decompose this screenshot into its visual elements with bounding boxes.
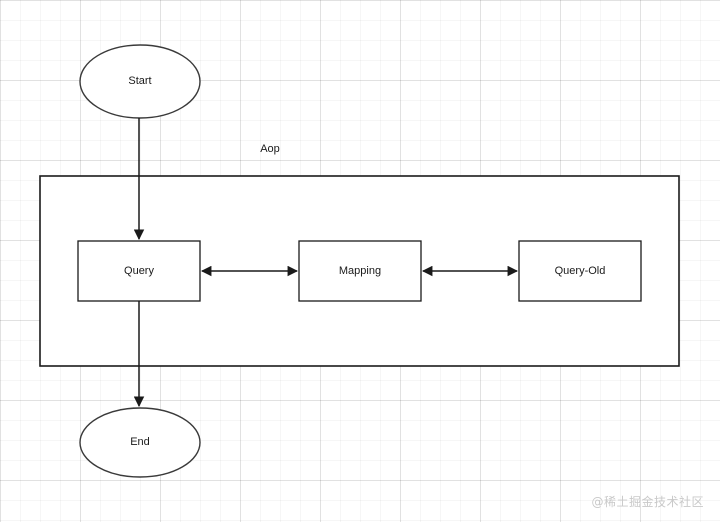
node-mapping-label: Mapping	[338, 265, 382, 277]
node-start[interactable]	[79, 44, 201, 119]
node-query-old-label: Query-Old	[554, 265, 606, 277]
node-start-label: Start	[128, 75, 152, 87]
node-mapping[interactable]	[298, 240, 422, 302]
aop-group-label: Aop	[260, 143, 280, 155]
node-end[interactable]	[79, 407, 201, 478]
node-end-label: End	[130, 436, 150, 448]
node-query[interactable]	[77, 240, 201, 302]
watermark: @稀土掘金技术社区	[591, 495, 704, 509]
node-query-label: Query	[124, 265, 154, 277]
node-query-old[interactable]	[518, 240, 642, 302]
